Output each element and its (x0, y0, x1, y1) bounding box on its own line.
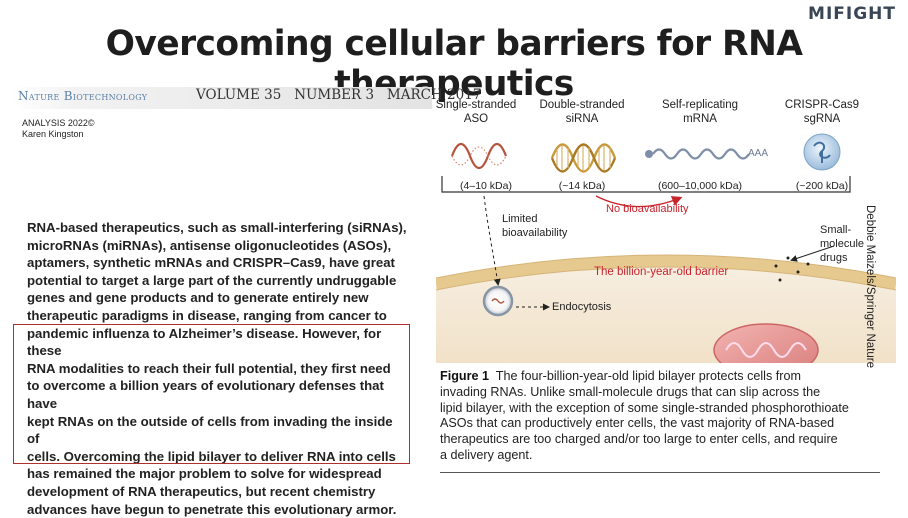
brand-logo: MIFIGHT (808, 4, 896, 24)
body-line: microRNAs (miRNAs), antisense oligonucle… (27, 237, 407, 255)
molecule-name: Double-stranded (539, 99, 624, 111)
molecule-name: mRNA (683, 113, 717, 125)
caption-line: a delivery agent. (440, 448, 890, 464)
caption-line: therapeutics are too charged and/or too … (440, 432, 890, 448)
caption-line: ASOs that can productively enter cells, … (440, 416, 890, 432)
highlight-box (13, 324, 410, 464)
figure-caption: Figure 1 The four-billion-year-old lipid… (440, 369, 890, 464)
molecule-size: (~200 kDa) (796, 180, 848, 192)
polya-tail-label: AAA (748, 148, 768, 159)
body-line: therapeutic paradigms in disease, rangin… (27, 307, 407, 325)
body-line: has remained the major problem to solve … (27, 465, 407, 483)
body-line: development of RNA therapeutics, but rec… (27, 483, 407, 501)
caption-text: The four-billion-year-old lipid bilayer … (496, 369, 801, 383)
small-molecule-label: molecule (820, 238, 864, 250)
analysis-credit: ANALYSIS 2022© Karen Kingston (22, 118, 95, 140)
body-line: RNA-based therapeutics, such as small-in… (27, 219, 407, 237)
molecule-size: (600–10,000 kDa) (658, 180, 742, 192)
author-line: Karen Kingston (22, 129, 95, 140)
molecule-name: siRNA (566, 113, 599, 125)
endocytosis-label: Endocytosis (552, 301, 612, 313)
mrna-molecule-icon: AAA (645, 148, 768, 159)
endosome-vesicle-icon (484, 287, 512, 315)
molecule-name: ASO (464, 113, 488, 125)
body-line: potential to target a large part of the … (27, 272, 407, 290)
caption-label: Figure 1 (440, 369, 489, 383)
journal-name: Nature Biotechnology (18, 89, 147, 103)
molecule-size: (4–10 kDa) (460, 180, 512, 192)
cas9-molecule-icon (804, 134, 840, 170)
caption-line: lipid bilayer, with the exception of som… (440, 401, 890, 417)
small-molecule-label: drugs (820, 252, 848, 264)
analysis-line: ANALYSIS 2022© (22, 118, 95, 129)
no-bioavailability-label: No bioavailability (606, 203, 689, 215)
journal-banner: Nature Biotechnology VOLUME 35 NUMBER 3 … (12, 87, 432, 109)
small-molecule-label: Small- (820, 224, 852, 236)
molecule-name: sgRNA (804, 113, 841, 125)
caption-line: invading RNAs. Unlike small-molecule dru… (440, 385, 890, 401)
body-line: advances have begun to penetrate this ev… (27, 501, 407, 518)
limited-bioavailability-label: bioavailability (502, 227, 568, 239)
image-credit: Debbie Maizels/Springer Nature (864, 205, 876, 368)
body-line: genes and gene products and to generate … (27, 289, 407, 307)
molecule-name: CRISPR-Cas9 (785, 99, 859, 111)
molecule-name: Single-stranded (436, 99, 516, 111)
sirna-molecule-icon (552, 145, 615, 172)
caption-line: Figure 1 The four-billion-year-old lipid… (440, 369, 890, 385)
aso-molecule-icon (452, 144, 506, 168)
molecule-name: Self-replicating (662, 99, 738, 111)
caption-rule (440, 472, 880, 473)
molecule-size: (~14 kDa) (559, 180, 605, 192)
body-line: aptamers, synthetic mRNAs and CRISPR–Cas… (27, 254, 407, 272)
figure-illustration: Single-stranded ASO Double-stranded siRN… (436, 88, 896, 363)
barrier-label: The billion-year-old barrier (594, 266, 728, 278)
limited-bioavailability-label: Limited (502, 213, 537, 225)
